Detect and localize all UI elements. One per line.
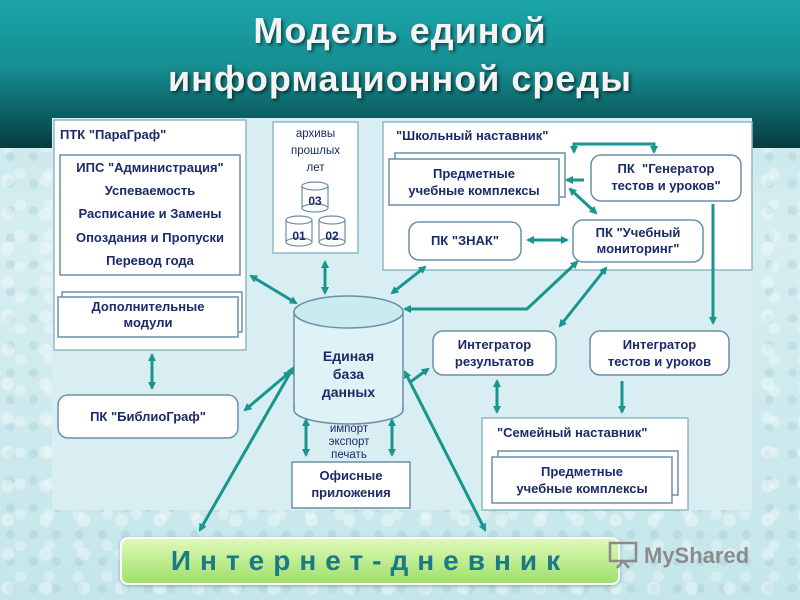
- extra-modules-label-1: Дополнительные: [91, 299, 205, 314]
- family-complexes-label-1: Предметные: [541, 464, 623, 479]
- archives-label-3: лет: [306, 162, 325, 174]
- monitoring-box: [572, 219, 704, 263]
- archives-label-1: архивы: [295, 128, 336, 140]
- arrow-db-results: [408, 367, 430, 385]
- internet-diary-banner: Интернет-дневник: [120, 537, 620, 585]
- absences-label: Опоздания и Пропуски: [75, 230, 225, 245]
- db-label-3: данных: [321, 384, 376, 400]
- monitoring-label-1: ПК "Учебный: [595, 225, 681, 240]
- arrow-monitoring-results: [558, 266, 608, 328]
- db-label-1: Единая: [322, 348, 375, 364]
- page-title-line2: информационной среды: [167, 58, 633, 99]
- office-apps-label-1: Офисные: [319, 468, 383, 483]
- extra-modules-box: [57, 296, 239, 338]
- znak-label: ПК "ЗНАК": [430, 233, 500, 248]
- internet-diary-label: Интернет-дневник: [170, 545, 570, 576]
- import-label-3: печать: [331, 449, 367, 461]
- family-complexes-label-2: учебные комплексы: [516, 481, 648, 496]
- results-integrator-box: [432, 330, 557, 376]
- ptk-paragraf-label: ПТК "ПараГраф": [60, 127, 167, 142]
- tests-integrator-label-2: тестов и уроков: [607, 354, 712, 369]
- arrow-complexes-monitoring: [568, 187, 598, 215]
- biblio-label: ПК "БиблиоГраф": [90, 409, 206, 424]
- subject-complexes-label-1: Предметные: [433, 166, 515, 181]
- subject-complexes-box: [388, 158, 560, 206]
- arrow-db-diary-left: [198, 366, 295, 532]
- page-title-line1: Модель единой: [253, 10, 547, 51]
- generator-box: [590, 154, 742, 202]
- cyl-03-label: 03: [308, 194, 322, 208]
- arrow-biblio-db: [243, 370, 292, 412]
- cyl-01-label: 01: [292, 229, 306, 243]
- archive-cylinder-01: [285, 215, 313, 247]
- archive-cylinder-03: [301, 181, 329, 213]
- import-label-2: экспорт: [328, 436, 370, 448]
- office-apps-label-2: приложения: [311, 485, 391, 500]
- office-apps-box: [291, 461, 411, 509]
- tests-integrator-box: [589, 330, 730, 376]
- extra-modules-label-2: модули: [123, 315, 173, 330]
- archive-cylinder-02: [318, 215, 346, 247]
- results-integrator-label-2: результатов: [454, 354, 535, 369]
- generator-label-2: тестов и уроков": [611, 178, 721, 193]
- import-label-1: импорт: [329, 423, 369, 435]
- family-complexes-box: [491, 456, 673, 504]
- school-mentor-label: "Школьный наставник": [396, 128, 549, 143]
- presentation-board-icon: [608, 541, 638, 569]
- arrow-paragraf-db: [249, 274, 298, 305]
- subject-complexes-label-2: учебные комплексы: [408, 183, 540, 198]
- ips-admin-box: [59, 154, 241, 276]
- generator-label-1: ПК "Генератор: [617, 161, 715, 176]
- znak-box: [408, 221, 522, 261]
- cyl-02-label: 02: [325, 229, 339, 243]
- results-integrator-label-1: Интегратор: [457, 337, 532, 352]
- watermark-text: MyShared: [644, 543, 750, 568]
- db-label-2: база: [332, 366, 365, 382]
- progress-label: Успеваемость: [104, 183, 196, 198]
- arrow-db-diary-right: [403, 370, 487, 532]
- ips-admin-label: ИПС "Администрация": [76, 160, 224, 175]
- monitoring-label-2: мониторинг": [596, 241, 680, 256]
- year-transfer-label: Перевод года: [106, 253, 194, 268]
- schedule-label: Расписание и Замены: [78, 206, 222, 221]
- arrow-complexes-generator: [570, 142, 658, 154]
- database-cylinder: [293, 295, 404, 425]
- family-mentor-label: "Семейный наставник": [497, 425, 648, 440]
- arrow-znak-db: [390, 265, 427, 295]
- tests-integrator-label-1: Интегратор: [622, 337, 697, 352]
- archives-label-2: прошлых: [291, 145, 340, 157]
